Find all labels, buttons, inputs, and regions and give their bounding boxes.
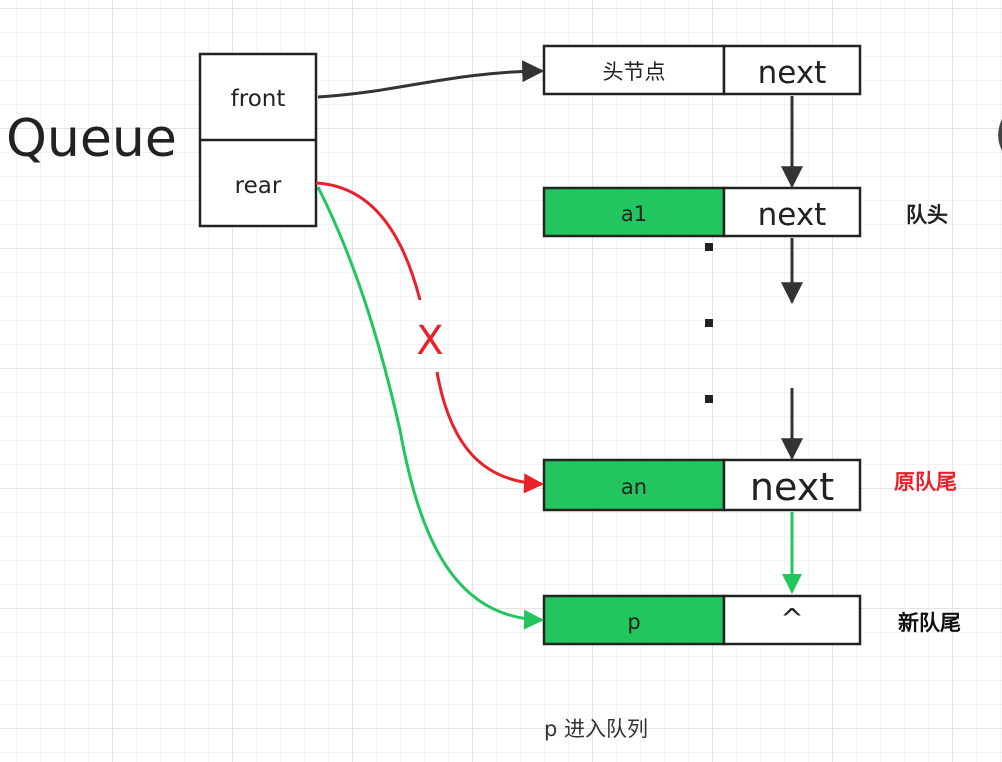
queue-title: Queue <box>6 109 177 169</box>
new-rear-pointer <box>316 186 544 630</box>
an-node-next: next <box>750 465 834 509</box>
a1-node-next: next <box>758 197 827 233</box>
a1-node-data: a1 <box>621 202 647 226</box>
old-tail-label: 原队尾 <box>894 470 957 494</box>
an-node-data: an <box>621 475 647 499</box>
diagram-caption: p 进入队列 <box>544 717 648 741</box>
head-node-next: next <box>758 55 827 91</box>
head-node: 头节点 next <box>542 44 862 96</box>
old-rear-pointer-tail <box>435 371 544 494</box>
queue-struct: front rear <box>198 52 318 228</box>
ellipsis-dots <box>705 243 713 403</box>
p-node: p ^ <box>542 594 862 646</box>
removed-pointer-mark: X <box>416 318 443 364</box>
an-node: an next <box>542 458 862 512</box>
clipped-edge-text: ( <box>994 106 1002 162</box>
front-field-label: front <box>231 86 286 112</box>
a1-node: a1 next <box>542 186 862 238</box>
p-node-next: ^ <box>780 602 803 635</box>
queue-head-label: 队头 <box>906 203 948 227</box>
new-tail-label: 新队尾 <box>898 611 961 635</box>
front-pointer-arrow <box>317 60 545 99</box>
rear-field-label: rear <box>235 173 282 199</box>
old-rear-pointer <box>315 181 422 301</box>
head-node-data: 头节点 <box>603 60 666 84</box>
p-node-data: p <box>627 610 640 634</box>
